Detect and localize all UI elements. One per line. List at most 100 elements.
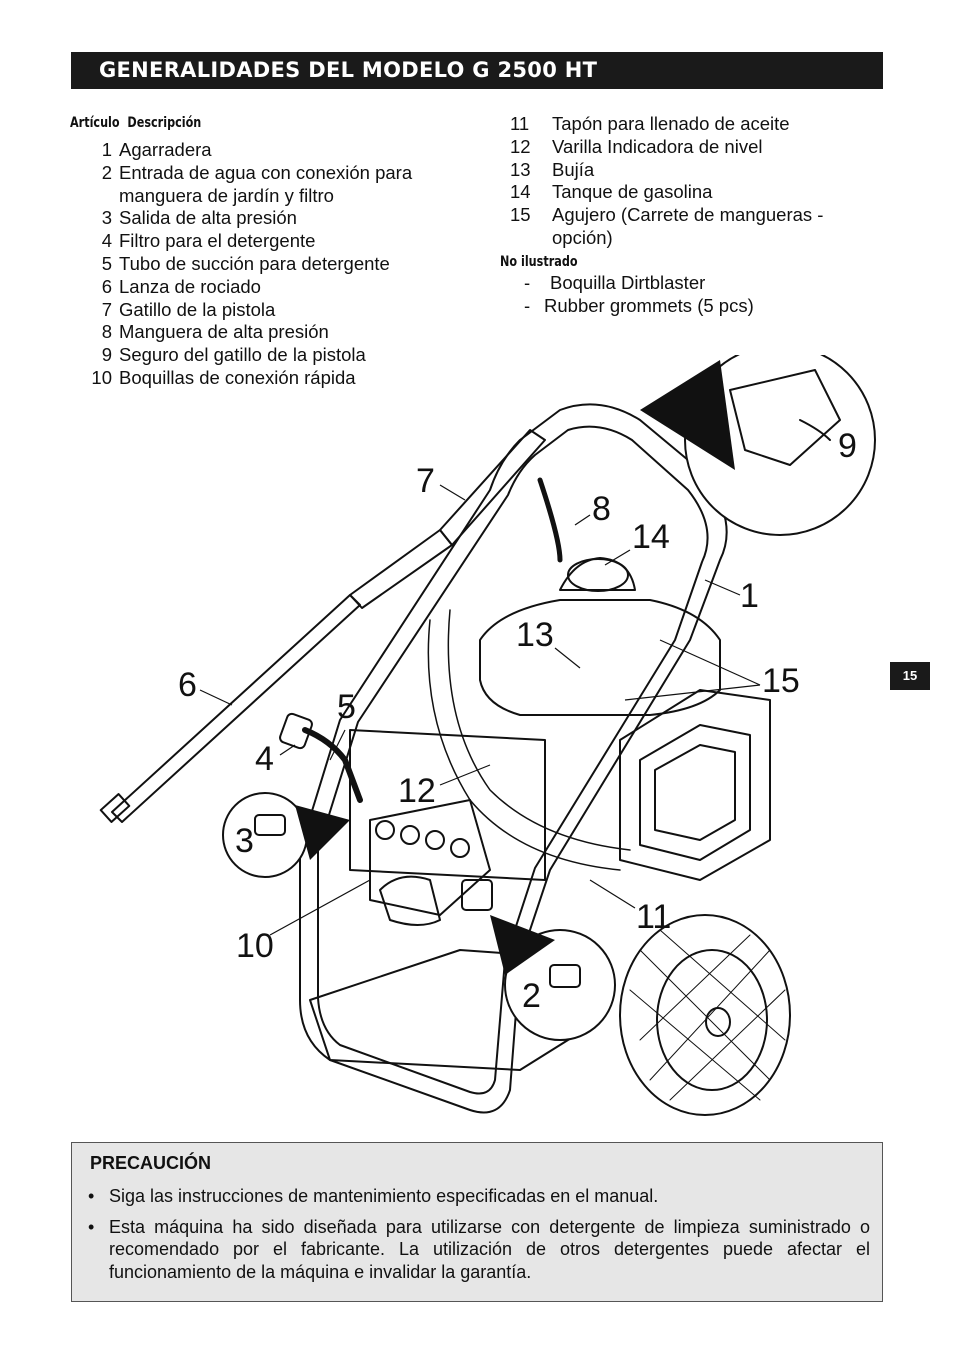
leader-line [589,879,636,909]
fuel-cap [559,557,636,591]
parts-list-right: 11 Tapón para llenado de aceite 12 Varilla… [500,113,900,317]
bullet-icon: • [88,1186,95,1206]
leader-line [574,514,591,526]
lance-grip [349,529,453,609]
wheel [619,914,791,1116]
leader-line [624,684,761,701]
fuel-cap-top [567,558,629,592]
pointer-wedge [640,360,735,470]
item-number: 1 [101,139,112,160]
callout-13: 13 [516,616,554,654]
item-number: 12 [510,135,531,157]
item-number: 3 [101,207,112,229]
pointer-wedge [295,805,350,860]
item-text: Seguro del gatillo de la pistola [119,344,366,366]
fuel-tank [479,599,721,716]
item-text: Salida de alta presión [119,207,297,229]
page-number-tab: 15 [890,662,930,690]
hose-loop [427,619,621,871]
list-item: 5 Tubo de succión para detergente [70,253,470,276]
item-text: Tanque de gasolina [552,181,713,203]
pressure-washer-diagram: 1 2 3 4 5 6 7 8 9 10 11 12 13 14 15 [99,355,876,1116]
high-pressure-hose [537,477,563,563]
item-number: 2 [101,161,112,183]
caution-title: PRECAUCIÓN [90,1153,212,1173]
item-text: Lanza de rociado [119,275,261,297]
nozzle [425,830,445,850]
section-title: GENERALIDADES DEL MODELO G 2500 HT [99,58,598,82]
item-text: Boquillas de conexión rápida [119,366,356,388]
item-number: 14 [510,181,531,203]
leader-line [199,689,233,706]
item-number: 11 [510,113,530,134]
wheel-tread [629,929,786,1101]
caution-box: PRECAUCIÓN •Siga las instrucciones de ma… [71,1142,883,1302]
leader-line [604,549,631,566]
leader-line [439,764,491,786]
list-item: -Rubber grommets (5 pcs) [524,295,900,318]
zoom-circle-inlet [504,929,616,1041]
handle-frame-inner [317,425,709,1095]
item-number: 4 [101,230,112,252]
item-number: 7 [101,298,112,320]
caution-list: •Siga las instrucciones de mantenimiento… [88,1185,870,1291]
wheel-rim [656,949,768,1091]
item-text: Rubber grommets (5 pcs) [544,294,754,316]
list-item: 1 Agarradera [70,139,470,162]
item-text: Varilla Indicadora de nivel [552,135,763,157]
list-item: 13 Bujía [500,159,900,182]
callout-10: 10 [236,927,274,965]
not-illustrated-heading: No ilustrado [500,253,578,270]
list-item: -Boquilla Dirtblaster [524,272,900,295]
item-number: 9 [101,344,112,366]
pump-body [369,799,491,916]
engine-grille-inner [654,744,736,841]
item-text: Tubo de succión para detergente [119,252,390,274]
callout-8: 8 [592,490,611,528]
inlet-fitting-detail [549,964,581,988]
list-item: 12 Varilla Indicadora de nivel [500,136,900,159]
item-dash: - [524,271,531,293]
list-item: 6 Lanza de rociado [70,276,470,299]
item-number: 15 [510,204,531,226]
callout-6: 6 [178,666,197,704]
trigger-lock-arrow [799,419,831,441]
item-text: Entrada de agua con conexión para mangue… [119,161,413,206]
leader-line [329,729,346,761]
detergent-filter [279,712,313,750]
item-text: Agarradera [119,139,212,160]
engine-grille [639,724,751,861]
leader-line [439,484,466,501]
item-text: Tapón para llenado de aceite [552,113,790,134]
callout-12: 12 [398,772,436,810]
callout-5: 5 [337,688,356,726]
hose-loop [447,609,631,851]
list-heading: Artículo Descripción [70,113,414,133]
parts-list-left: Artículo Descripción 1 Agarradera 2 Entrad… [70,113,470,390]
nozzle [400,825,420,845]
lance-tip [99,793,131,823]
leader-line [279,744,296,756]
item-dash: - [524,294,531,316]
caution-item: •Siga las instrucciones de mantenimiento… [88,1185,870,1208]
item-number: 5 [101,252,112,274]
item-number: 13 [510,158,531,180]
engine-cover [619,689,771,881]
section-header: GENERALIDADES DEL MODELO G 2500 HT [71,52,883,89]
callout-2: 2 [522,977,541,1015]
item-number: 6 [101,275,112,297]
list-item: 3 Salida de alta presión [70,207,470,230]
callout-4: 4 [255,740,274,778]
callout-14: 14 [632,518,670,556]
leader-line [704,579,741,596]
leader-line [269,879,371,936]
leader-line [554,647,581,669]
bullet-icon: • [88,1216,95,1237]
list-item: 11 Tapón para llenado de aceite [500,113,900,136]
callout-9: 9 [838,427,857,465]
item-text: Bujía [552,158,595,180]
list-item: 14 Tanque de gasolina [500,181,900,204]
